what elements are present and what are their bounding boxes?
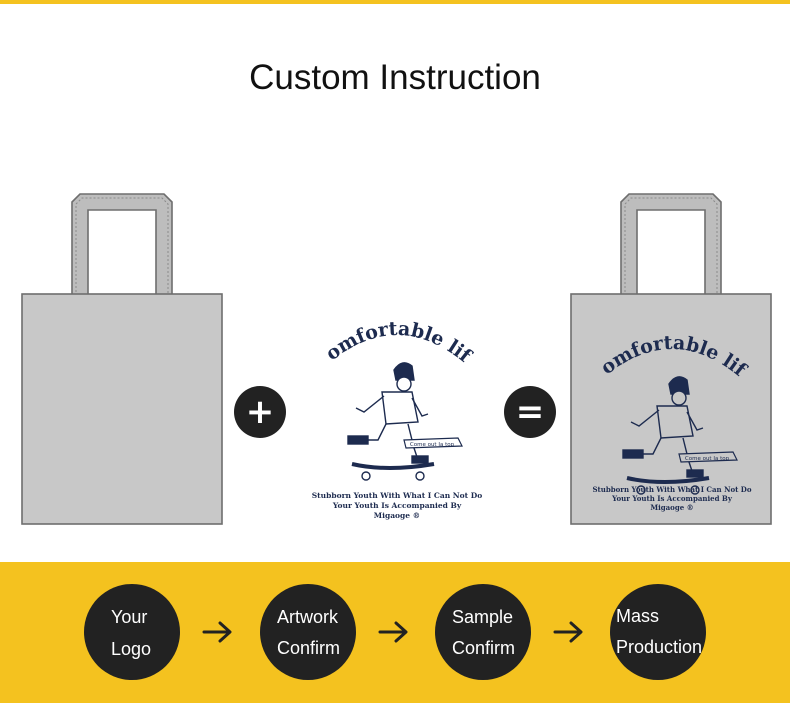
- printed-banner-text: Come out Ia top: [685, 456, 730, 462]
- step-mass-production: Mass Production: [610, 584, 706, 680]
- design-caption-line1: Stubborn Youth With What I Can Not Do: [312, 491, 482, 500]
- arrow-right-icon: [553, 620, 585, 644]
- page-title: Custom Instruction: [249, 58, 541, 97]
- arrow-right-icon: [202, 620, 234, 644]
- step-your-logo: Your Logo: [84, 584, 180, 680]
- arrow-right-icon: [378, 620, 410, 644]
- step-label-line1: Mass: [616, 606, 660, 626]
- step-label-line1: Artwork: [277, 607, 339, 627]
- step-sample-confirm: Sample Confirm: [435, 584, 531, 680]
- step-label-line1: Your: [111, 607, 148, 627]
- step-label-line2: Logo: [111, 639, 152, 659]
- design-caption-line3: Migaoge ®: [374, 511, 420, 520]
- artwork-design: Comfortable life Come out Ia top Stubbor…: [304, 283, 482, 530]
- skater-figure: [347, 362, 435, 481]
- printed-caption-line2: Your Youth Is Accompanied By: [611, 494, 733, 503]
- printed-caption-line1: Stubborn Youth With What I Can Not Do: [592, 485, 751, 494]
- printed-tote-bag: Comfortable life Come out Ia top Stubbor…: [569, 192, 775, 526]
- equals-icon: =: [504, 386, 556, 438]
- plus-icon: +: [234, 386, 286, 438]
- step-label-line2: Confirm: [277, 638, 341, 658]
- step-label-line1: Sample: [452, 607, 514, 627]
- printed-caption-line3: Migaoge ®: [650, 503, 693, 512]
- design-caption-line2: Your Youth Is Accompanied By: [332, 501, 462, 510]
- design-banner-text: Come out Ia top: [410, 442, 455, 448]
- design-headline: Comfortable life: [304, 283, 476, 368]
- top-accent-strip: [0, 0, 790, 4]
- step-label-line2: Production: [616, 637, 703, 657]
- blank-tote-bag: [20, 192, 226, 526]
- svg-text:Comfortable life: Comfortable life: [312, 300, 477, 368]
- bottom-margin: [0, 703, 790, 723]
- step-artwork-confirm: Artwork Confirm: [260, 584, 356, 680]
- design-banner-ribbon: Come out Ia top: [403, 437, 463, 449]
- step-label-line2: Confirm: [452, 638, 516, 658]
